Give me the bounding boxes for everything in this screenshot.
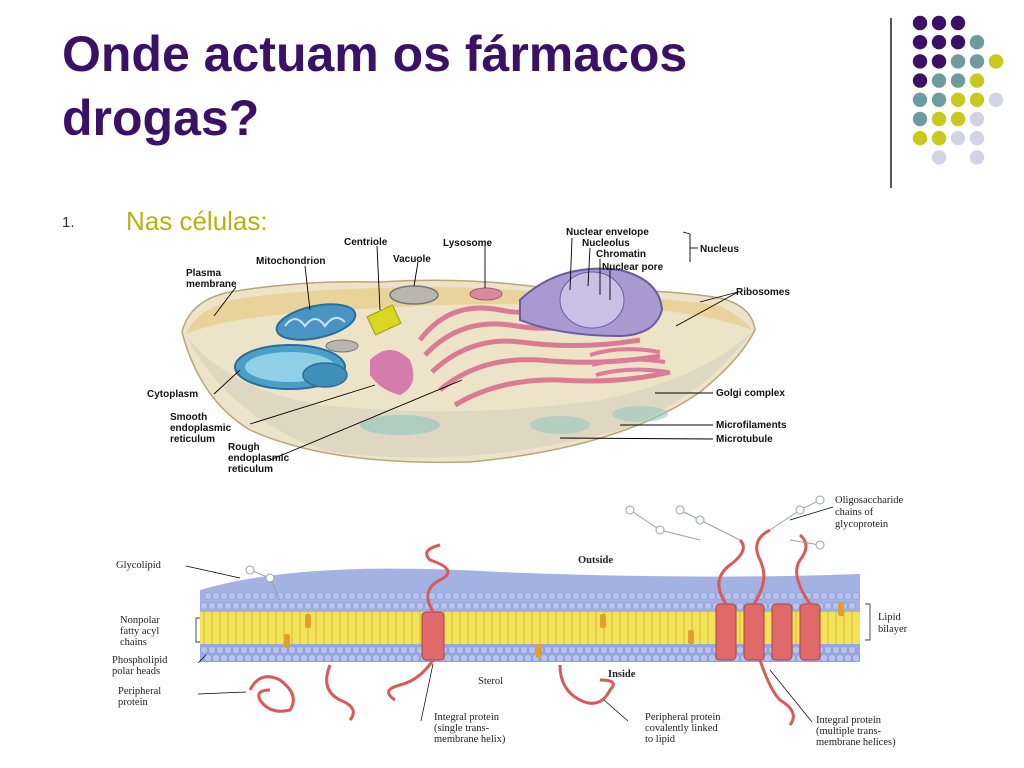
decorative-dot	[950, 54, 966, 69]
decorative-dot	[950, 131, 966, 146]
decorative-dot	[912, 15, 928, 31]
label-smooth-er-2: endoplasmic	[170, 423, 232, 434]
decorative-dot	[969, 111, 985, 127]
decorative-dot	[950, 15, 966, 31]
label-integral-multi-2: (multiple trans-	[816, 726, 882, 737]
golgi-shape	[589, 347, 669, 377]
label-ribosomes: Ribosomes	[736, 287, 790, 298]
label-rough-er-3: reticulum	[228, 464, 273, 475]
centriole-shape	[366, 304, 402, 336]
decorative-dot	[950, 92, 966, 108]
decorative-dot	[969, 92, 985, 108]
decorative-dot-grid	[912, 15, 1004, 165]
label-vacuole: Vacuole	[393, 254, 431, 265]
label-nucleus: Nucleus	[700, 244, 739, 255]
label-phospholipid-2: polar heads	[112, 666, 160, 677]
membrane-diagram: Oligosaccharide chains of glycoprotein G…	[112, 495, 908, 748]
decorative-divider	[890, 18, 892, 188]
bullet-text: Nas células:	[126, 206, 268, 236]
decorative-dot	[969, 35, 985, 50]
label-peripheral-lipid-3: to lipid	[645, 734, 676, 745]
vacuole-shape	[389, 285, 439, 305]
decorative-dot	[931, 15, 947, 31]
label-smooth-er-1: Smooth	[170, 412, 207, 423]
label-centriole: Centriole	[344, 237, 388, 248]
label-chromatin: Chromatin	[596, 249, 646, 260]
lysosome-shape	[469, 287, 503, 301]
label-lysosome: Lysosome	[443, 238, 493, 249]
label-golgi: Golgi complex	[716, 388, 785, 399]
label-nuclear-envelope: Nuclear envelope	[566, 228, 649, 238]
label-nonpolar-1: Nonpolar	[120, 615, 160, 626]
title-line-1: Onde actuam os fármacos	[62, 26, 688, 82]
decorative-dot	[988, 92, 1004, 108]
decorative-dot	[912, 54, 928, 69]
label-mitochondrion: Mitochondrion	[256, 256, 325, 267]
label-microfilaments: Microfilaments	[716, 420, 787, 431]
decorative-dot	[988, 54, 1004, 69]
label-nuclear-pore: Nuclear pore	[602, 262, 664, 273]
label-nonpolar-3: chains	[120, 637, 147, 648]
label-integral-multi-3: membrane helices)	[816, 737, 896, 748]
label-peripheral-1: Peripheral	[118, 686, 161, 697]
label-cytoplasm: Cytoplasm	[147, 389, 198, 400]
label-rough-er-2: endoplasmic	[228, 453, 290, 464]
decorative-dot	[931, 111, 947, 127]
label-peripheral-2: protein	[118, 697, 148, 708]
label-plasma-membrane-2: membrane	[186, 279, 237, 290]
decorative-dot	[931, 131, 947, 146]
label-integral-multi-1: Integral protein	[816, 715, 882, 726]
label-inside: Inside	[608, 669, 636, 680]
label-lipid-bilayer-2: bilayer	[878, 624, 908, 635]
decorative-dot	[931, 35, 947, 50]
decorative-dot	[969, 131, 985, 146]
label-integral-single-2: (single trans-	[434, 723, 490, 734]
label-nonpolar-2: fatty acyl	[120, 626, 159, 637]
decorative-dot	[931, 54, 947, 69]
decorative-dot	[931, 73, 947, 88]
title-line-2: drogas?	[62, 90, 260, 146]
label-phospholipid-1: Phospholipid	[112, 655, 168, 666]
decorative-dot	[912, 131, 928, 146]
label-oligo-3: glycoprotein	[835, 519, 889, 530]
slide-title: Onde actuam os fármacos drogas?	[62, 22, 862, 150]
decorative-dot	[931, 150, 947, 165]
decorative-dot	[912, 35, 928, 50]
decorative-dot	[969, 73, 985, 88]
label-integral-single-1: Integral protein	[434, 712, 500, 723]
decorative-dot	[950, 73, 966, 88]
label-lipid-bilayer-1: Lipid	[878, 612, 901, 623]
decorative-dot	[931, 92, 947, 108]
label-oligo-1: Oligosaccharide	[835, 495, 904, 506]
label-outside: Outside	[578, 555, 613, 566]
label-rough-er-1: Rough	[228, 442, 260, 453]
label-oligo-2: chains of	[835, 507, 874, 518]
decorative-dot	[969, 150, 985, 165]
label-peripheral-lipid-1: Peripheral protein	[645, 712, 721, 723]
bullet-number: 1.	[62, 214, 75, 231]
label-sterol: Sterol	[478, 676, 503, 687]
animal-cell-diagram: Plasma membrane Mitochondrion Centriole …	[147, 228, 790, 475]
mitochondrion-shape	[275, 303, 357, 341]
label-nucleolus: Nucleolus	[582, 238, 630, 249]
label-glycolipid: Glycolipid	[116, 560, 162, 571]
decorative-dot	[969, 54, 985, 69]
decorative-dot	[950, 35, 966, 50]
decorative-dot	[912, 111, 928, 127]
decorative-dot	[912, 92, 928, 108]
label-integral-single-3: membrane helix)	[434, 734, 506, 745]
label-plasma-membrane-1: Plasma	[186, 268, 221, 279]
label-microtubule: Microtubule	[716, 434, 773, 445]
label-smooth-er-3: reticulum	[170, 434, 215, 445]
label-peripheral-lipid-2: covalently linked	[645, 723, 718, 734]
decorative-dot	[912, 73, 928, 88]
decorative-dot	[950, 111, 966, 127]
